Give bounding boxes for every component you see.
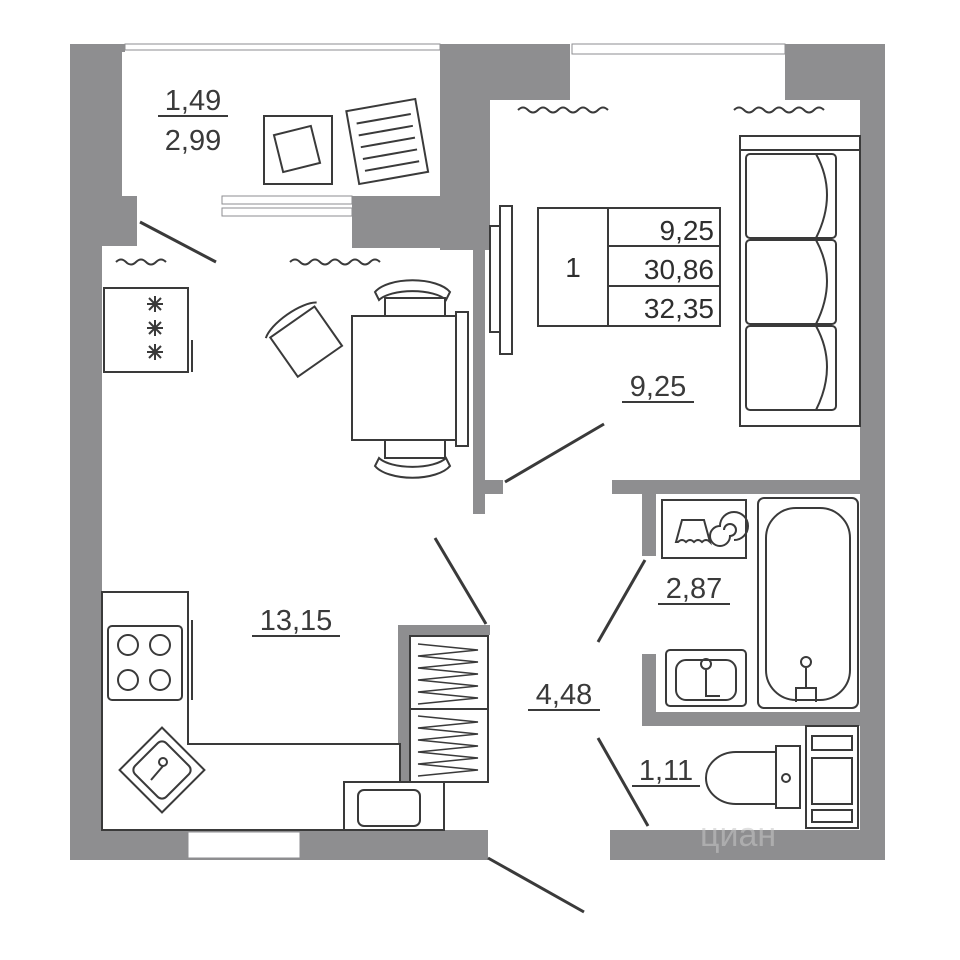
radiators: [115, 106, 825, 266]
balcony-chair: [345, 97, 430, 186]
summary-area-no-balcony: 30,86: [644, 254, 714, 285]
summary-box: 1 9,25 30,86 32,35: [537, 207, 721, 327]
summary-rooms-count: 1: [565, 252, 581, 283]
furniture: [101, 97, 861, 831]
kitchen-area-label: 13,15: [260, 605, 333, 637]
snowflake-icons: [147, 296, 163, 360]
bedroom-shelf: [499, 205, 513, 355]
bathroom-area-label: 2,87: [666, 573, 722, 605]
wc-area-label: 1,11: [639, 755, 693, 787]
dining-table: [351, 315, 459, 441]
room-labels: 1,49 2,99 9,25 13,15 4,48 2,87 1,11: [158, 85, 730, 787]
balcony-area-secondary-label: 2,99: [165, 125, 221, 157]
walls: [70, 44, 885, 860]
stove: [107, 625, 183, 701]
bedroom-area-label: 9,25: [630, 371, 686, 403]
summary-living-area: 9,25: [660, 215, 715, 246]
windows: [124, 43, 786, 859]
hall-area-label: 4,48: [536, 679, 592, 711]
watermark: циан: [700, 816, 776, 854]
summary-total-area: 32,35: [644, 293, 714, 324]
kitchen-sink: [118, 726, 206, 814]
chair-left: [264, 301, 344, 379]
watermark-text: циан: [700, 816, 776, 854]
faucet-icons: [150, 656, 817, 783]
wardrobe-hangers: [417, 643, 479, 777]
balcony-area-label: 1,49: [165, 85, 221, 117]
sofa: [739, 135, 861, 427]
chair-top: [373, 279, 452, 302]
toilet-bowl: [705, 751, 777, 805]
door-lines: [139, 220, 650, 914]
chair-bottom: [373, 456, 452, 479]
fridge: [103, 287, 189, 373]
washing-icon: [674, 511, 749, 547]
toilet-tank: [775, 745, 801, 809]
washing-machine: [661, 499, 747, 559]
